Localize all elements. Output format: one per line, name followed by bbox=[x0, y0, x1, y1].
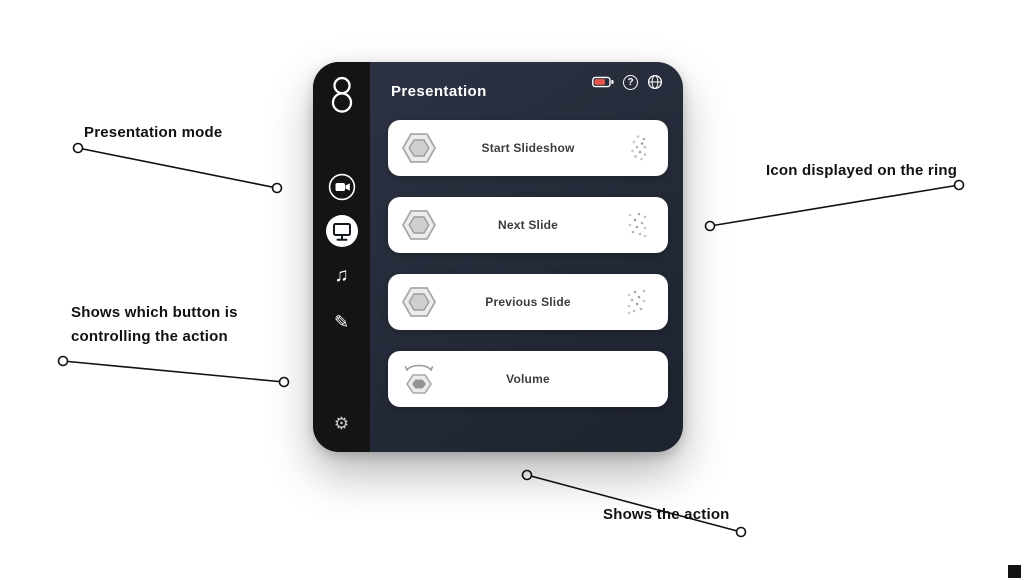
callout-line-presentation-mode bbox=[77, 147, 278, 189]
callout-endpoint bbox=[521, 469, 533, 481]
battery-icon bbox=[592, 76, 614, 88]
callout-line-ring-icon bbox=[709, 184, 960, 227]
hexagon-button-icon bbox=[400, 208, 438, 242]
hexagon-button-icon bbox=[400, 285, 438, 319]
help-icon[interactable]: ? bbox=[623, 74, 638, 90]
pencil-icon: ✎ bbox=[333, 311, 350, 332]
sidebar: ♫ ✎ ⚙ bbox=[313, 62, 370, 452]
sidebar-item-draw[interactable]: ✎ bbox=[329, 309, 355, 335]
action-card-volume[interactable]: Volume bbox=[388, 351, 668, 407]
callout-action: Shows the action bbox=[603, 506, 730, 523]
callout-endpoint bbox=[278, 376, 290, 388]
video-camera-icon bbox=[328, 173, 355, 201]
page-title: Presentation bbox=[391, 83, 487, 100]
globe-icon[interactable] bbox=[647, 74, 663, 90]
presentation-screen-icon bbox=[332, 223, 351, 241]
callout-endpoint bbox=[271, 182, 283, 194]
statusbar: ? bbox=[592, 74, 663, 90]
ring-dots-pattern-icon bbox=[626, 211, 648, 239]
app-window: ♫ ✎ ⚙ Presentation ? bbox=[313, 62, 683, 452]
hexagon-rotate-icon bbox=[400, 361, 438, 397]
action-label: Previous Slide bbox=[485, 295, 571, 309]
hexagon-button-icon bbox=[400, 131, 438, 165]
callout-endpoint bbox=[72, 142, 84, 154]
sidebar-item-camera[interactable] bbox=[328, 173, 356, 201]
sidebar-item-music[interactable]: ♫ bbox=[329, 263, 355, 289]
brand-logo-icon bbox=[326, 74, 358, 116]
callout-endpoint bbox=[704, 220, 716, 232]
callout-endpoint bbox=[57, 355, 69, 367]
sidebar-item-settings[interactable]: ⚙ bbox=[329, 411, 355, 437]
sidebar-item-presentation[interactable] bbox=[325, 215, 358, 247]
action-label: Start Slideshow bbox=[481, 141, 575, 155]
action-label: Next Slide bbox=[497, 218, 559, 232]
ring-dots-pattern-icon bbox=[626, 134, 648, 162]
action-label: Volume bbox=[506, 372, 550, 386]
action-card-next-slide[interactable]: Next Slide bbox=[388, 197, 668, 253]
callout-line-button-control bbox=[62, 360, 285, 383]
callout-button-control: Shows which button is controlling the ac… bbox=[71, 304, 238, 345]
gear-icon: ⚙ bbox=[333, 414, 350, 433]
corner-mark bbox=[1008, 565, 1021, 578]
ring-dots-pattern-icon bbox=[626, 288, 648, 316]
action-card-previous-slide[interactable]: Previous Slide bbox=[388, 274, 668, 330]
action-card-start-slideshow[interactable]: Start Slideshow bbox=[388, 120, 668, 176]
music-note-icon: ♫ bbox=[334, 265, 349, 286]
callout-endpoint bbox=[735, 526, 747, 538]
callout-presentation-mode: Presentation mode bbox=[84, 124, 223, 141]
callout-ring-icon: Icon displayed on the ring bbox=[766, 162, 958, 179]
action-list: Start Slideshow bbox=[388, 120, 668, 407]
